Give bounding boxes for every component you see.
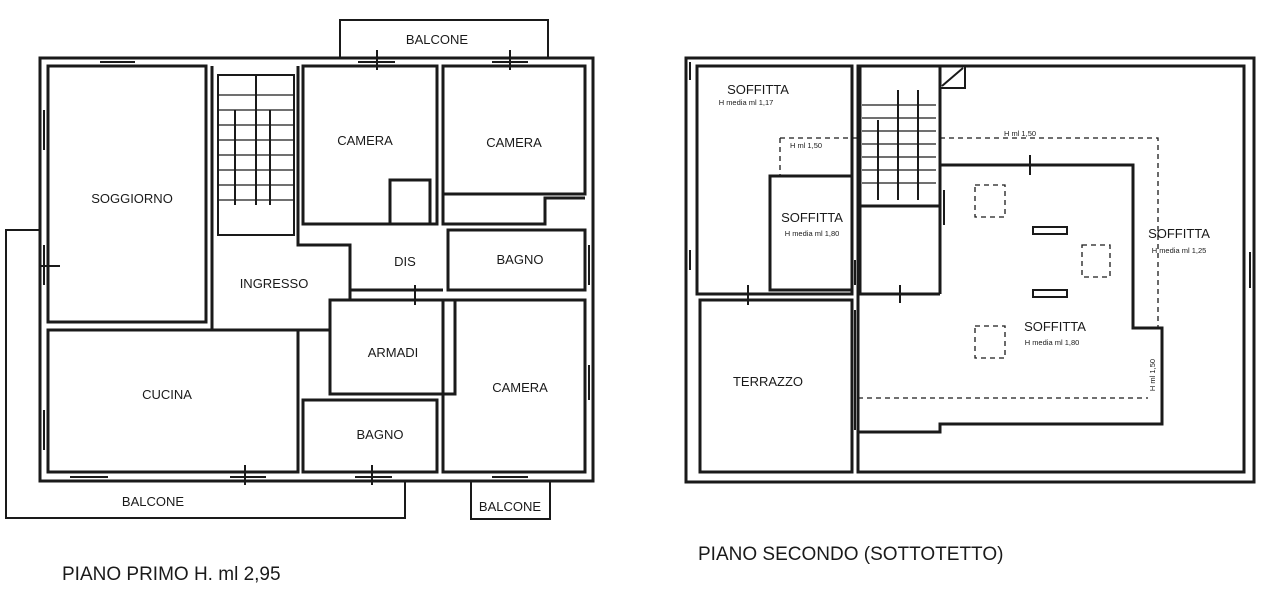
second-floor-caption: PIANO SECONDO (SOTTOTETTO)	[698, 544, 1003, 565]
second-floor-window-marks	[689, 62, 1251, 430]
h-label-2: H ml 1,50	[1004, 129, 1036, 138]
room-label-soffitta-2: SOFFITTA	[781, 210, 843, 225]
room-label-balcone-top: BALCONE	[406, 32, 468, 47]
room-label-bagno-1: BAGNO	[497, 252, 544, 267]
second-floor-interior-walls	[695, 64, 1246, 474]
top-balcony-outline	[339, 19, 549, 58]
room-label-bagno-2: BAGNO	[357, 427, 404, 442]
h-label-1: H ml 1,50	[790, 141, 822, 150]
room-label-cucina: CUCINA	[142, 387, 192, 402]
room-label-camera-3: CAMERA	[492, 380, 548, 395]
room-note-soffitta-1: H media ml 1,17	[719, 98, 774, 107]
first-floor-interior-walls	[46, 64, 587, 474]
room-label-soffitta-1: SOFFITTA	[727, 82, 789, 97]
first-floor-caption: PIANO PRIMO H. ml 2,95	[62, 564, 281, 585]
h-label-3: H ml 1,50	[1148, 359, 1157, 391]
bottom-balcony-outline	[5, 229, 406, 519]
first-floor-stairs	[217, 74, 295, 236]
second-floor-dashed-lines	[779, 137, 1159, 399]
second-floor-stairs	[862, 65, 966, 200]
room-label-soffitta-4: SOFFITTA	[1024, 319, 1086, 334]
room-note-soffitta-2: H media ml 1,80	[785, 229, 840, 238]
room-label-balcone-small: BALCONE	[479, 499, 541, 514]
room-label-soggiorno: SOGGIORNO	[91, 191, 173, 206]
room-label-soffitta-3: SOFFITTA	[1148, 226, 1210, 241]
room-label-ingresso: INGRESSO	[240, 276, 309, 291]
room-label-camera-2: CAMERA	[486, 135, 542, 150]
room-note-soffitta-4: H media ml 1,80	[1025, 338, 1080, 347]
room-label-camera-1: CAMERA	[337, 133, 393, 148]
first-floor-window-marks	[40, 50, 590, 485]
second-floor-plan: SOFFITTA H media ml 1,17 H ml 1,50 H ml …	[684, 56, 1256, 565]
room-label-terrazzo: TERRAZZO	[733, 374, 803, 389]
small-balcony-outline	[470, 480, 551, 520]
room-label-armadi: ARMADI	[368, 345, 419, 360]
room-note-soffitta-3: H media ml 1,25	[1152, 246, 1207, 255]
room-label-dis: DIS	[394, 254, 416, 269]
first-floor-outer-wall	[38, 56, 595, 483]
first-floor-plan: SOGGIORNO CAMERA CAMERA INGRESSO DIS BAG…	[5, 19, 595, 585]
second-floor-outer-wall	[684, 56, 1256, 484]
room-label-balcone-bottom: BALCONE	[122, 494, 184, 509]
